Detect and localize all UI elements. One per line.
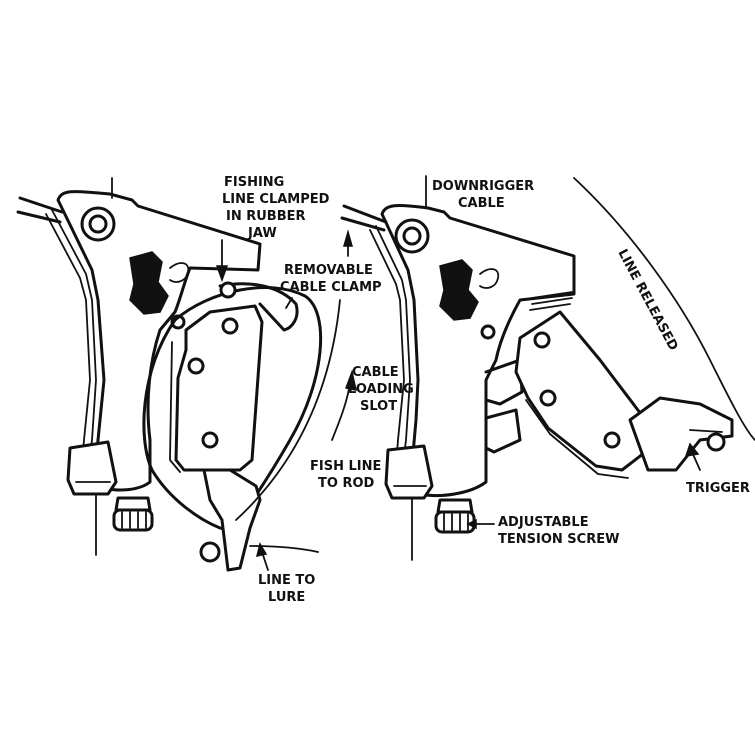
label-line: ADJUSTABLE [498, 515, 589, 530]
right-cable-clamp-plate-open [514, 310, 652, 472]
label-line: TENSION SCREW [498, 532, 619, 547]
label-line: CABLE [458, 196, 505, 211]
label-fishing-line-clamped: FISHING LINE CLAMPED IN RUBBER JAW [215, 175, 330, 283]
label-line: LURE [268, 590, 305, 605]
label-line: LINE RELEASED [614, 247, 680, 354]
label-line: TRIGGER [686, 481, 750, 496]
left-release-lever [202, 468, 262, 572]
label-trigger: TRIGGER [686, 481, 750, 496]
label-line: FISH LINE [310, 459, 381, 474]
label-line: DOWNRIGGER [432, 179, 534, 194]
right-release-assembly [340, 175, 755, 561]
left-cable-clamp-plate [174, 304, 264, 472]
label-adjustable-tension-screw: ADJUSTABLE TENSION SCREW [498, 515, 619, 547]
label-cable-loading-slot: CABLE LOADING SLOT [348, 365, 414, 414]
rubber-jaw-icon [219, 281, 237, 299]
label-downrigger-cable: DOWNRIGGER CABLE [432, 179, 534, 211]
label-line: LINE TO [258, 573, 315, 588]
label-removable-cable-clamp: REMOVABLE CABLE CLAMP [280, 263, 382, 309]
right-base-foot [384, 444, 434, 500]
label-line-released: LINE RELEASED [614, 247, 680, 354]
label-line: IN RUBBER [226, 209, 306, 224]
label-fish-line-to-rod: FISH LINE TO ROD [310, 459, 381, 491]
label-line-to-lure: LINE TO LURE [255, 542, 315, 605]
left-release-assembly [16, 177, 357, 572]
label-line: LINE CLAMPED [222, 192, 330, 207]
label-line: SLOT [360, 399, 397, 414]
left-base-foot [66, 440, 118, 496]
logo-emblem-icon [129, 251, 169, 315]
label-line: TO ROD [318, 476, 375, 491]
label-line: REMOVABLE [284, 263, 373, 278]
label-line: LOADING [348, 382, 414, 397]
label-line: JAW [247, 226, 277, 241]
eyelet-ring-icon [80, 206, 116, 242]
label-line: CABLE [352, 365, 399, 380]
right-eyelet-ring-icon [394, 218, 430, 254]
trigger-lever [628, 396, 734, 472]
right-logo-emblem-icon [439, 259, 479, 321]
label-line: CABLE CLAMP [280, 280, 382, 295]
left-tension-screw-knob [112, 508, 154, 532]
label-line: FISHING [224, 175, 284, 190]
